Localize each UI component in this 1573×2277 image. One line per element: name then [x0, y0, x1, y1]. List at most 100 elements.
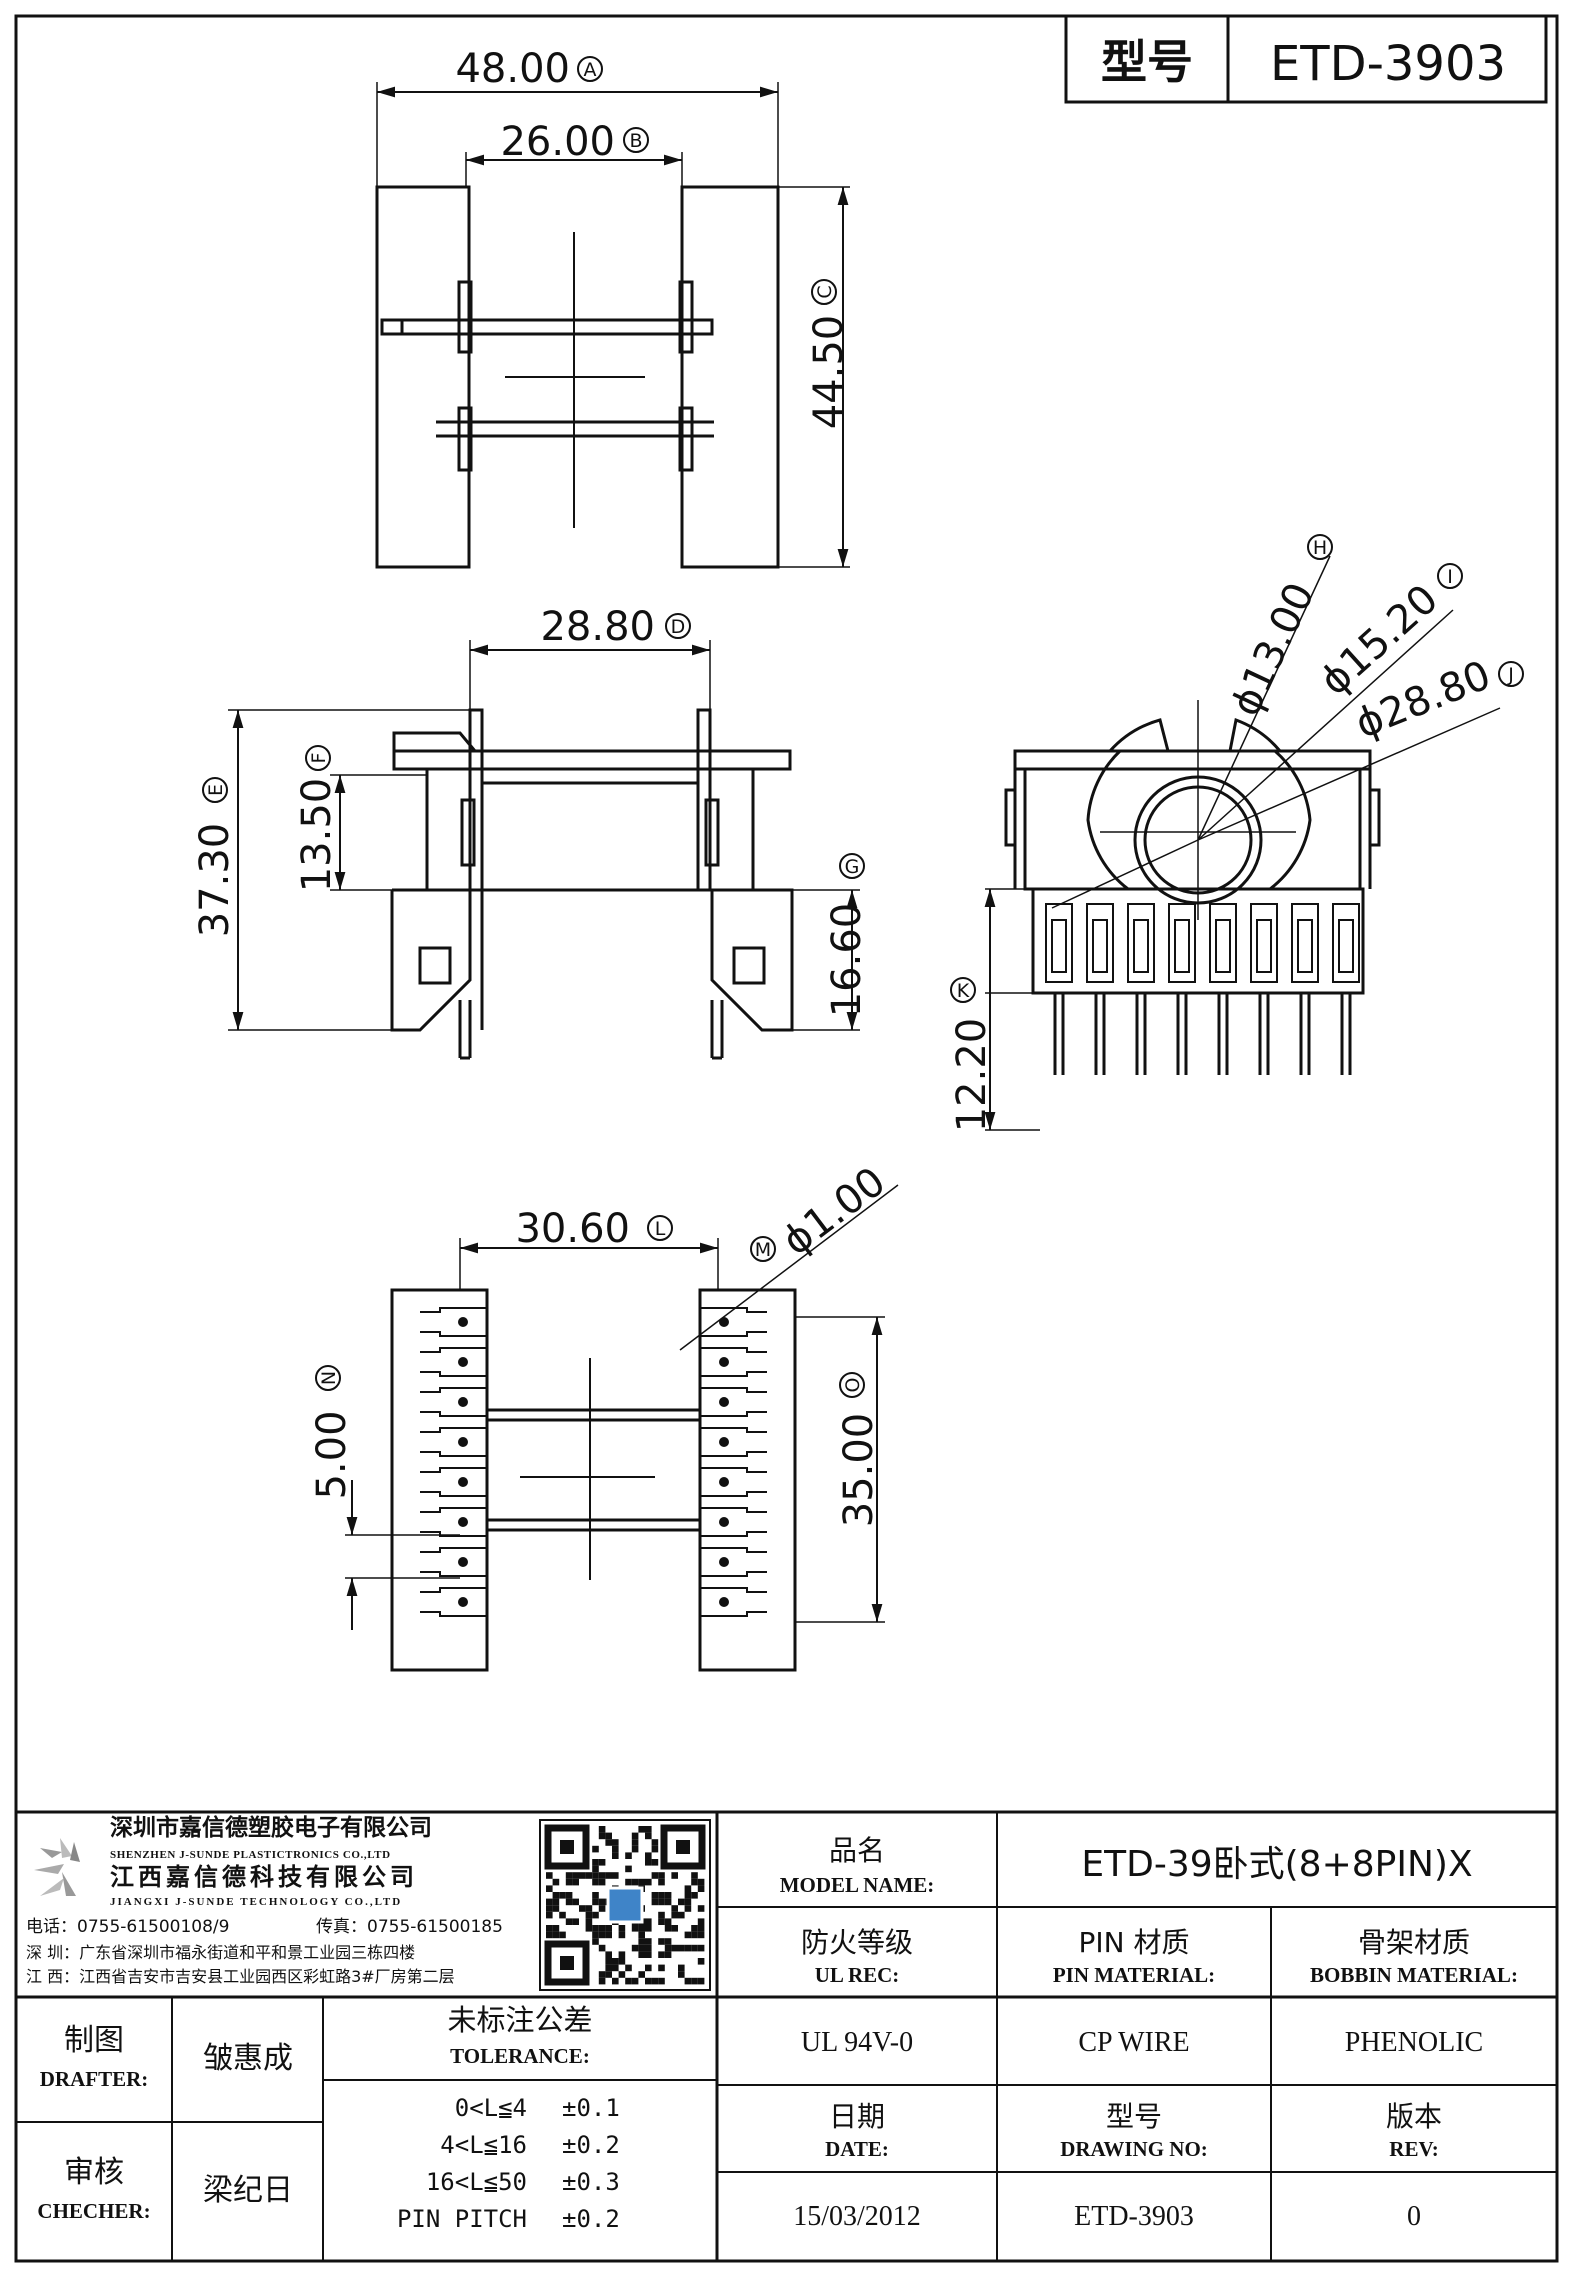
drafter-name: 皱惠成	[203, 2041, 293, 2076]
company-name-en-1: SHENZHEN J-SUNDE PLASTICTRONICS CO.,LTD	[110, 1849, 391, 1861]
bottom-pin-left	[420, 1507, 488, 1537]
dim-E-value: 37.30	[192, 823, 238, 938]
svg-text:I: I	[1447, 566, 1453, 588]
front-pin	[1127, 903, 1155, 1075]
date-label-cn: 日期	[829, 2100, 885, 2133]
front-pin	[1086, 903, 1114, 1075]
tolerance-table: 0<L≦4 ±0.1 4<L≦16 ±0.2 16<L≦50 ±0.3 PIN …	[397, 2094, 620, 2233]
company-logo	[34, 1838, 80, 1896]
checker-label-cn: 审核	[64, 2155, 124, 2190]
model-name-label-cn: 品名	[829, 1834, 885, 1867]
front-pin	[1250, 903, 1278, 1075]
company-name-cn-2: 江西嘉信德科技有限公司	[110, 1863, 418, 1891]
ul-label-cn: 防火等级	[801, 1926, 913, 1959]
bottom-pin-right	[699, 1347, 767, 1377]
svg-text:L: L	[655, 1218, 666, 1240]
drawing-no-label-en: DRAWING NO:	[1060, 2137, 1208, 2161]
svg-text:K: K	[957, 980, 970, 1002]
svg-text:H: H	[1313, 537, 1327, 559]
dim-K-tag: K	[950, 977, 976, 1003]
date-value: 15/03/2012	[793, 2201, 921, 2232]
bottom-pin-right	[699, 1427, 767, 1457]
bobbin-material-label-cn: 骨架材质	[1358, 1926, 1470, 1959]
dim-B-tag: B	[623, 127, 649, 153]
dim-M-value: ϕ1.00	[774, 1159, 894, 1265]
dim-I-tag: I	[1437, 563, 1463, 589]
tolerance-range: 16<L≦50	[426, 2168, 527, 2196]
svg-text:N: N	[318, 1371, 340, 1385]
ul-label-en: UL REC:	[815, 1963, 900, 1987]
tolerance-label-en: TOLERANCE:	[450, 2044, 590, 2068]
company-name-en-2: JIANGXI J-SUNDE TECHNOLOGY CO.,LTD	[110, 1896, 402, 1908]
bottom-pin-right	[699, 1547, 767, 1577]
bottom-pin-left	[420, 1547, 488, 1577]
dim-N-value: 5.00	[309, 1410, 355, 1499]
side-view	[228, 640, 860, 1060]
header-model-box: 型号 ETD-3903	[1064, 14, 1548, 104]
svg-text:J: J	[1507, 664, 1514, 686]
drawing-no-value: ETD-3903	[1074, 2201, 1194, 2232]
tolerance-value: ±0.2	[562, 2205, 620, 2233]
bottom-pin-right	[699, 1587, 767, 1617]
svg-text:D: D	[671, 616, 686, 638]
bottom-pin-left	[420, 1427, 488, 1457]
front-view	[984, 555, 1501, 1131]
company-address-jiangxi: 江 西：江西省吉安市吉安县工业园西区彩虹路3#厂房第二层	[26, 1967, 455, 1986]
drafter-label-en: DRAFTER:	[40, 2067, 149, 2091]
bottom-pin-left	[420, 1587, 488, 1617]
tolerance-range: PIN PITCH	[397, 2205, 527, 2233]
bottom-pin-left	[420, 1307, 488, 1337]
title-block	[16, 1810, 1557, 2261]
svg-text:B: B	[629, 130, 642, 152]
tolerance-range: 0<L≦4	[455, 2094, 527, 2122]
front-pin	[1291, 903, 1319, 1075]
dim-K-value: 12.20	[949, 1018, 995, 1133]
dim-B-value: 26.00	[500, 119, 615, 165]
svg-text:F: F	[308, 753, 330, 764]
dim-D-value: 28.80	[540, 604, 655, 650]
front-pin	[1045, 903, 1073, 1075]
bottom-pins	[420, 1307, 767, 1617]
dim-A-value: 48.00	[455, 46, 570, 92]
dim-E-tag: E	[202, 777, 228, 803]
qr-code	[539, 1819, 711, 1991]
rev-label-cn: 版本	[1386, 2100, 1442, 2133]
dim-A-tag: A	[577, 56, 603, 82]
pin-material-value: CP WIRE	[1078, 2027, 1189, 2058]
dim-L-value: 30.60	[515, 1206, 630, 1252]
model-name-value: ETD-39卧式(8+8PIN)X	[1081, 1844, 1472, 1885]
dim-D-tag: D	[665, 613, 691, 639]
dim-H-value: ϕ13.00	[1223, 576, 1324, 723]
pin-material-label-en: PIN MATERIAL:	[1053, 1963, 1215, 1987]
company-fax: 传真：0755-61500185	[316, 1917, 503, 1937]
tolerance-value: ±0.2	[562, 2131, 620, 2159]
dim-F-tag: F	[305, 745, 331, 771]
dim-C-tag: C	[811, 279, 837, 305]
rev-label-en: REV:	[1389, 2137, 1438, 2161]
company-name-cn-1: 深圳市嘉信德塑胶电子有限公司	[110, 1814, 432, 1841]
dim-G-tag: G	[839, 853, 865, 879]
bottom-view	[345, 1184, 899, 1672]
sheet-border	[14, 14, 1559, 2263]
svg-text:C: C	[814, 285, 836, 298]
checker-label-en: CHECHER:	[37, 2199, 150, 2223]
svg-text:E: E	[205, 784, 227, 796]
svg-text:A: A	[584, 59, 597, 81]
bottom-pin-left	[420, 1467, 488, 1497]
header-model-label: 型号	[1101, 35, 1193, 89]
dim-G-value: 16.60	[824, 903, 870, 1018]
dim-M-tag: M	[750, 1236, 776, 1262]
company-address-shenzhen: 深 圳：广东省深圳市福永街道和平和景工业园三栋四楼	[26, 1943, 415, 1962]
header-model-value: ETD-3903	[1270, 36, 1506, 92]
dim-O-tag: O	[839, 1372, 865, 1398]
svg-text:M: M	[755, 1239, 771, 1261]
ul-value: UL 94V-0	[801, 2027, 913, 2058]
dim-L-tag: L	[647, 1215, 673, 1241]
svg-text:G: G	[845, 856, 860, 878]
bobbin-material-label-en: BOBBIN MATERIAL:	[1310, 1963, 1518, 1987]
front-pin	[1332, 903, 1360, 1075]
svg-text:O: O	[842, 1378, 864, 1393]
front-pin	[1168, 903, 1196, 1075]
tolerance-range: 4<L≦16	[440, 2131, 527, 2159]
